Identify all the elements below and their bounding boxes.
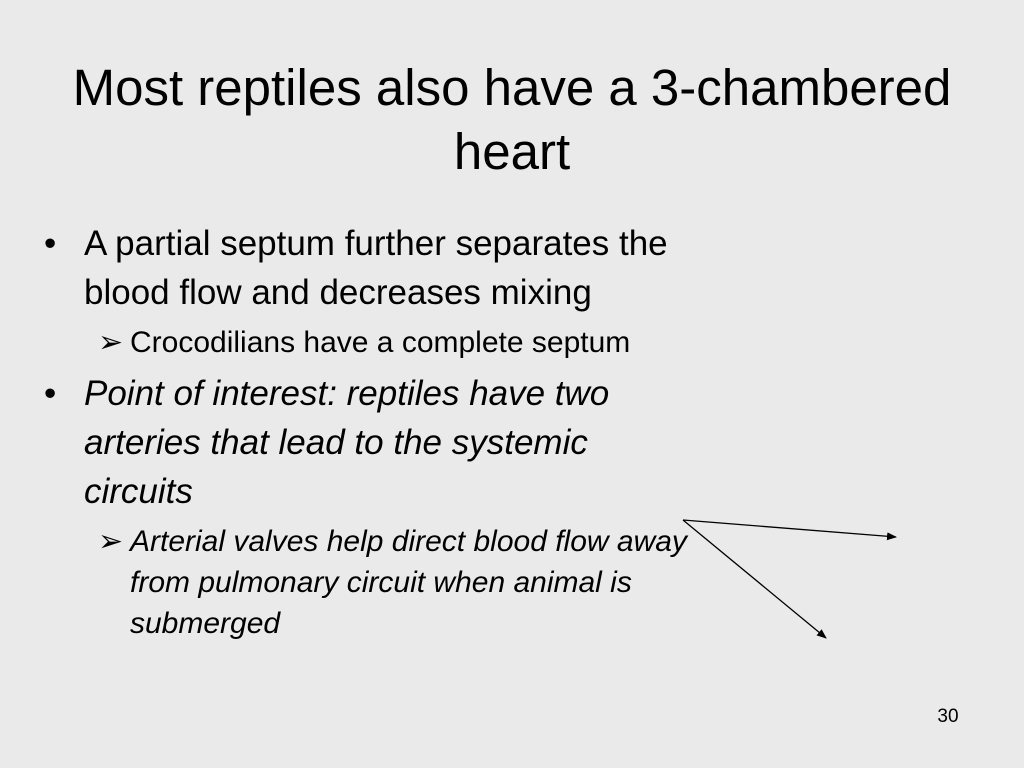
sub-bullet-text-1: Crocodilians have a complete septum [130, 326, 631, 359]
sub-list-2: ➢ Arterial valves help direct blood flow… [84, 521, 744, 644]
arrow-bullet-icon: ➢ [98, 326, 124, 359]
sub-list-1: ➢ Crocodilians have a complete septum [84, 322, 744, 363]
arrow-bullet-icon: ➢ [98, 525, 124, 558]
bullet-dot-icon: • [44, 374, 57, 413]
bullet-list: • A partial septum further separates the… [44, 219, 744, 650]
title-line-1: Most reptiles also have a 3-chambered [72, 59, 952, 116]
bullet-text-1: A partial septum further separates the b… [84, 224, 668, 312]
sub-bullet-item-1: ➢ Crocodilians have a complete septum [84, 322, 744, 363]
bullet-text-2: Point of interest: reptiles have two art… [84, 374, 610, 511]
title-line-2: heart [453, 123, 571, 180]
bullet-dot-icon: • [44, 224, 57, 263]
sub-bullet-item-2: ➢ Arterial valves help direct blood flow… [84, 521, 744, 644]
slide-title: Most reptiles also have a 3-chambered he… [0, 56, 1024, 184]
bullet-item-1: • A partial septum further separates the… [44, 219, 744, 363]
page-number: 30 [937, 706, 959, 727]
bullet-item-2: • Point of interest: reptiles have two a… [44, 369, 744, 644]
sub-bullet-text-2: Arterial valves help direct blood flow a… [130, 525, 687, 640]
